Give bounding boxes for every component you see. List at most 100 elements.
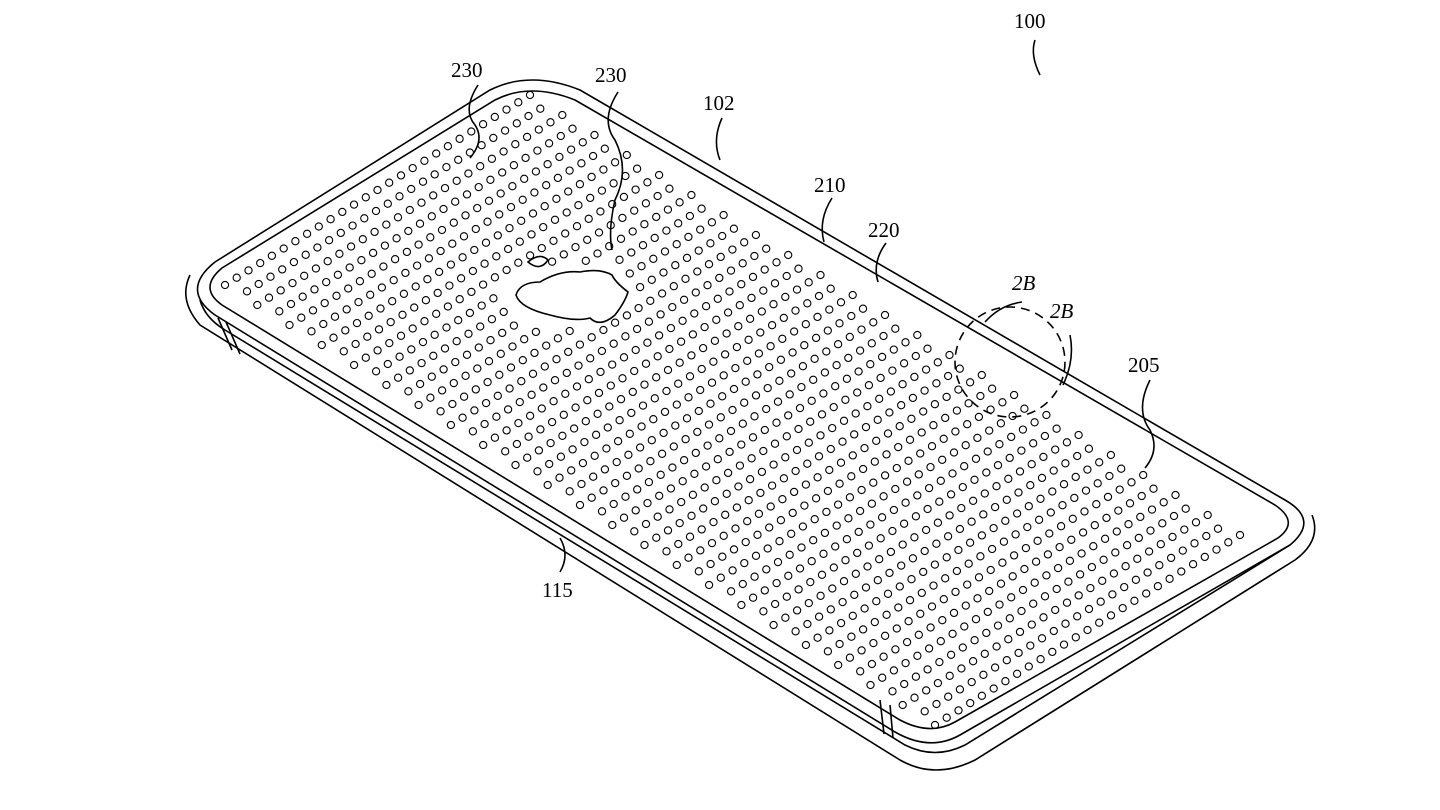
texture-dot xyxy=(599,486,608,495)
texture-dot xyxy=(594,228,604,237)
texture-dot xyxy=(619,353,629,362)
texture-dot xyxy=(914,630,923,639)
texture-dot xyxy=(851,409,860,418)
texture-dot xyxy=(1064,577,1073,586)
texture-dot xyxy=(813,312,822,322)
texture-dot xyxy=(789,327,799,336)
texture-dot xyxy=(443,302,453,311)
texture-dot xyxy=(845,493,855,502)
texture-dot xyxy=(813,473,822,482)
texture-dot xyxy=(911,672,921,681)
texture-dot xyxy=(829,402,838,412)
texture-dot xyxy=(792,285,802,294)
texture-dot xyxy=(666,323,676,333)
texture-dot xyxy=(873,576,882,585)
texture-dot xyxy=(317,340,326,350)
texture-dot xyxy=(819,389,828,398)
texture-dot xyxy=(1056,522,1066,531)
texture-dot xyxy=(1108,590,1117,599)
texture-dot xyxy=(531,327,541,337)
texture-dot xyxy=(782,432,791,441)
texture-dot xyxy=(921,365,931,374)
texture-dot xyxy=(795,564,805,573)
texture-dot xyxy=(879,331,888,341)
texture-dot xyxy=(735,461,745,470)
texture-dot xyxy=(608,360,617,369)
texture-dot xyxy=(923,504,932,514)
texture-dot xyxy=(803,619,812,629)
texture-dot xyxy=(869,638,878,648)
texture-dot xyxy=(895,582,904,591)
texture-dot xyxy=(769,620,778,630)
texture-dot xyxy=(855,346,865,355)
texture-dot xyxy=(1040,431,1050,441)
texture-dot xyxy=(792,606,802,615)
texture-dot xyxy=(253,300,262,310)
texture-dot xyxy=(932,379,941,388)
texture-dot xyxy=(439,365,448,374)
texture-dot xyxy=(454,155,463,164)
texture-dot xyxy=(709,357,718,366)
texture-dot xyxy=(396,171,406,180)
texture-dot xyxy=(549,397,558,406)
texture-dot xyxy=(473,364,482,373)
housing-side-inner-line xyxy=(199,299,1291,754)
texture-dot xyxy=(820,368,830,377)
texture-dot xyxy=(816,270,825,280)
texture-dot xyxy=(590,451,599,460)
texture-dot xyxy=(996,419,1006,428)
texture-dot xyxy=(941,413,950,423)
texture-dot xyxy=(1083,465,1092,474)
texture-dot xyxy=(983,607,992,617)
texture-dot xyxy=(1055,542,1064,552)
texture-dot xyxy=(631,506,640,515)
texture-dot xyxy=(1049,626,1058,636)
texture-dot xyxy=(901,338,910,347)
texture-dot xyxy=(979,670,988,679)
texture-dot xyxy=(850,430,859,439)
texture-dot xyxy=(719,531,728,540)
texture-dot xyxy=(637,422,646,431)
texture-dot xyxy=(640,380,649,389)
texture-dot xyxy=(1020,404,1029,413)
texture-dot xyxy=(672,240,681,249)
texture-dot xyxy=(572,382,582,391)
texture-dot xyxy=(993,621,1003,630)
texture-dot xyxy=(430,330,439,339)
texture-dot xyxy=(861,583,871,592)
texture-dot xyxy=(788,348,797,357)
texture-dot xyxy=(647,275,656,284)
texture-dot xyxy=(971,615,981,624)
texture-dot xyxy=(722,489,731,498)
texture-dot xyxy=(697,364,706,374)
texture-dot xyxy=(386,317,395,327)
texture-dot xyxy=(691,448,700,458)
texture-dot xyxy=(452,176,461,185)
texture-dot xyxy=(530,188,539,197)
texture-dot xyxy=(467,127,476,136)
texture-dot xyxy=(989,684,998,693)
texture-dot xyxy=(770,279,780,288)
texture-dot xyxy=(426,233,435,242)
texture-dot xyxy=(879,652,888,661)
texture-dot xyxy=(1095,618,1104,627)
texture-dot xyxy=(493,391,502,400)
texture-dot xyxy=(866,520,875,529)
texture-dot xyxy=(924,644,934,653)
texture-dot xyxy=(782,271,791,281)
texture-dot xyxy=(917,588,926,598)
texture-dot xyxy=(935,657,944,667)
texture-dot xyxy=(848,611,857,620)
texture-dot xyxy=(704,260,714,269)
texture-dot xyxy=(1046,508,1055,517)
texture-dot xyxy=(264,293,274,302)
texture-dot xyxy=(578,458,588,468)
texture-dot xyxy=(684,232,693,242)
texture-dot xyxy=(392,234,401,243)
texture-dot xyxy=(565,326,574,336)
texture-dot xyxy=(760,425,769,435)
texture-dot xyxy=(442,162,451,172)
texture-dot xyxy=(995,440,1004,449)
texture-dot xyxy=(681,435,690,444)
